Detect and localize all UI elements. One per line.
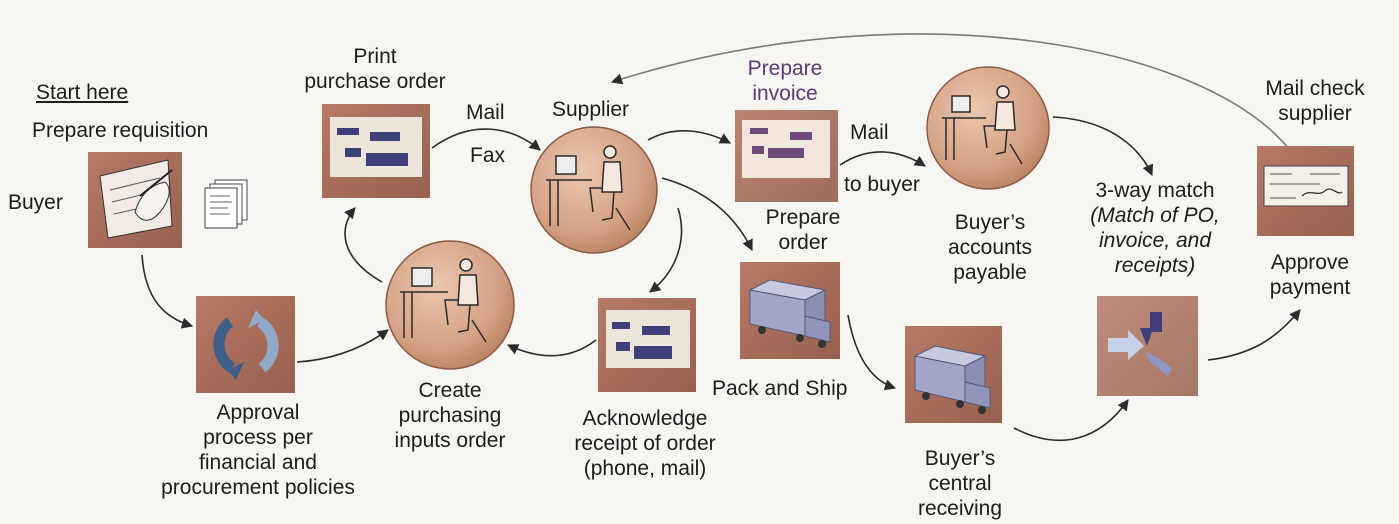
print-po-label: Print purchase order xyxy=(304,45,446,93)
mail-check-label: Mail check supplier xyxy=(1265,77,1365,125)
pack-ship-node xyxy=(740,262,840,359)
match-node xyxy=(1097,296,1198,396)
three-way-match-label: 3-way match (Match of PO, invoice, and r… xyxy=(1090,179,1220,277)
arrow-print-to-supplier xyxy=(431,128,541,151)
invoice-node xyxy=(735,110,838,202)
approval-node xyxy=(196,296,295,393)
arrow-create-to-print xyxy=(344,207,383,283)
mail-label: Mail xyxy=(466,101,505,124)
mail-to-buyer-label-1: Mail xyxy=(850,121,889,144)
person-at-computer-icon xyxy=(546,145,631,231)
purchase-order-node xyxy=(322,104,430,198)
approve-payment-label: Approve payment xyxy=(1269,251,1351,299)
arrow-match-to-approve xyxy=(1207,309,1301,361)
arrow-supplier-to-acknowledge xyxy=(649,207,683,293)
truck-icon xyxy=(913,345,991,414)
arrow-approval-to-create xyxy=(296,329,389,363)
create-order-label: Create purchasing inputs order xyxy=(394,379,506,452)
requisition-node xyxy=(88,152,248,248)
supplier-label: Supplier xyxy=(552,98,630,121)
truck-icon xyxy=(748,279,831,348)
invoice-form-icon xyxy=(742,120,830,178)
form-icon xyxy=(330,117,422,177)
flow-arrows xyxy=(141,33,1301,442)
arrow-supplier-to-invoice xyxy=(647,130,731,144)
arrow-check-to-supplier xyxy=(610,33,1291,151)
prepare-invoice-label: Prepare invoice xyxy=(747,57,823,105)
accounts-payable-label: Buyer’s accounts payable xyxy=(947,211,1033,284)
prepare-order-label: Prepare order xyxy=(765,206,841,254)
arrow-acknowledge-to-create xyxy=(506,339,597,357)
supplier-node xyxy=(530,126,658,254)
document-stack-icon xyxy=(204,179,248,229)
fax-label: Fax xyxy=(470,144,506,167)
circular-arrows-icon xyxy=(213,310,279,380)
three-arrows-converge-icon xyxy=(1108,312,1172,376)
person-at-computer-icon xyxy=(942,85,1023,165)
accounts-payable-node xyxy=(926,66,1050,190)
mail-to-buyer-label-2: to buyer xyxy=(844,173,920,196)
arrow-invoice-to-payable xyxy=(839,151,926,167)
start-here-label: Start here xyxy=(36,81,129,104)
arrow-receiving-to-match xyxy=(1013,399,1129,442)
arrow-payable-to-match xyxy=(1052,116,1154,177)
central-receiving-label: Buyer’s central receiving xyxy=(917,447,1003,520)
arrow-requisition-to-approval xyxy=(141,254,194,329)
acknowledge-node xyxy=(598,298,696,392)
hand-writing-icon xyxy=(99,159,173,239)
check-node xyxy=(1257,146,1354,236)
arrow-ship-to-receiving xyxy=(847,314,897,391)
buyer-label: Buyer xyxy=(8,191,63,214)
person-at-computer-icon xyxy=(400,258,487,343)
form-icon xyxy=(606,310,690,368)
arrow-supplier-to-prepare-order xyxy=(661,177,753,252)
check-icon xyxy=(1263,165,1349,207)
receiving-node xyxy=(905,326,1002,423)
acknowledge-label: Acknowledge receipt of order (phone, mai… xyxy=(574,407,716,480)
prepare-requisition-label: Prepare requisition xyxy=(32,119,209,142)
approval-label: Approval process per financial and procu… xyxy=(161,401,355,499)
create-order-node xyxy=(385,240,515,370)
pack-ship-label: Pack and Ship xyxy=(712,377,848,400)
